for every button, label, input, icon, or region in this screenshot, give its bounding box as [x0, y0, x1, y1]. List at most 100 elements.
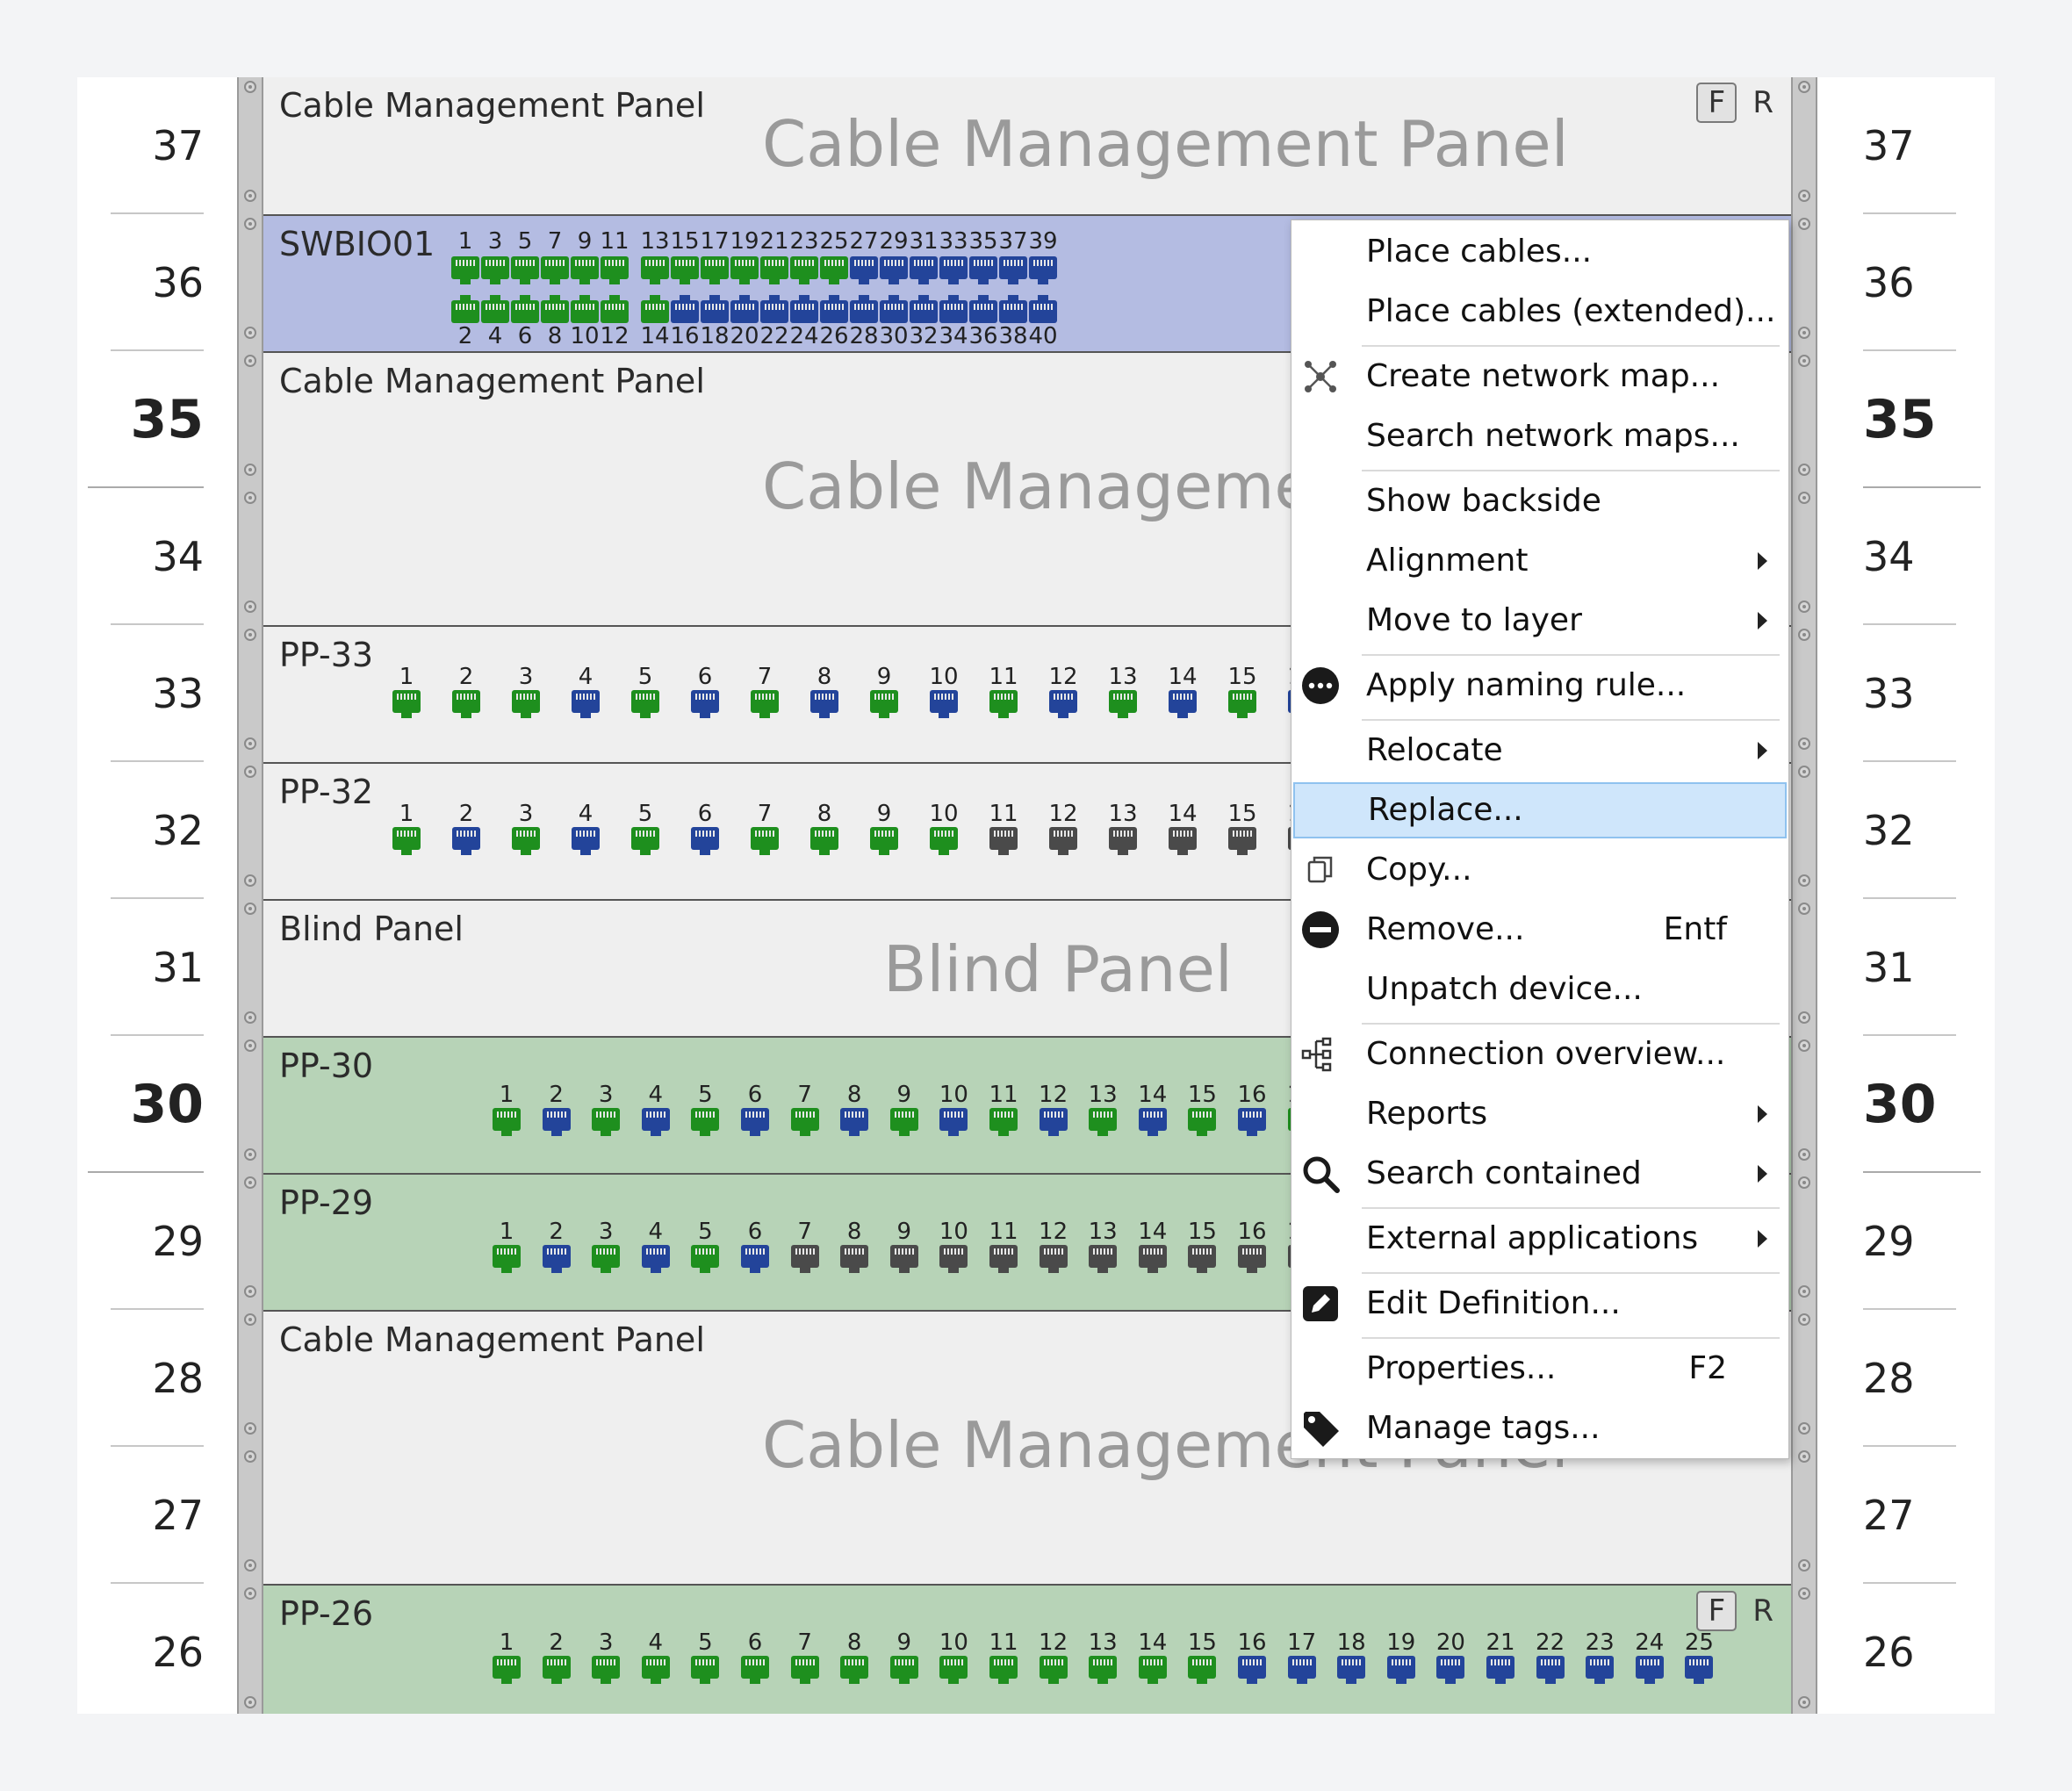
rj45-port-icon[interactable] — [572, 827, 600, 855]
rj45-port-icon[interactable] — [1586, 1656, 1615, 1684]
rj45-port-icon[interactable] — [1049, 690, 1077, 718]
rj45-port-icon[interactable] — [592, 1108, 621, 1136]
rj45-port-icon[interactable] — [810, 690, 838, 718]
rj45-port-icon[interactable] — [930, 690, 958, 718]
menu-item-reports[interactable]: Reports — [1291, 1086, 1788, 1142]
menu-item-apply-naming-rule[interactable]: Apply naming rule... — [1291, 658, 1788, 714]
rj45-port-icon[interactable] — [641, 256, 669, 284]
rj45-port-icon[interactable] — [1169, 690, 1197, 718]
rj45-port-icon[interactable] — [541, 295, 569, 323]
rj45-port-icon[interactable] — [989, 1656, 1018, 1684]
rj45-port-icon[interactable] — [810, 827, 838, 855]
menu-item-manage-tags[interactable]: Manage tags... — [1291, 1400, 1788, 1457]
front-view-button[interactable]: F — [1696, 83, 1737, 123]
rj45-port-icon[interactable] — [601, 295, 629, 323]
rj45-port-icon[interactable] — [889, 1108, 918, 1136]
rj45-port-icon[interactable] — [880, 295, 908, 323]
rj45-port-icon[interactable] — [641, 1108, 670, 1136]
rj45-port-icon[interactable] — [701, 256, 729, 284]
rj45-port-icon[interactable] — [939, 1108, 968, 1136]
rj45-port-icon[interactable] — [542, 1108, 571, 1136]
rj45-port-icon[interactable] — [481, 256, 509, 284]
rj45-port-icon[interactable] — [989, 690, 1018, 718]
rj45-port-icon[interactable] — [592, 1245, 621, 1273]
rj45-port-icon[interactable] — [1109, 690, 1137, 718]
rj45-port-icon[interactable] — [1188, 1245, 1217, 1273]
front-view-button[interactable]: F — [1696, 1591, 1737, 1631]
rj45-port-icon[interactable] — [1228, 690, 1256, 718]
rj45-port-icon[interactable] — [493, 1245, 521, 1273]
rj45-port-icon[interactable] — [790, 256, 818, 284]
rj45-port-icon[interactable] — [820, 256, 848, 284]
rj45-port-icon[interactable] — [1635, 1656, 1664, 1684]
rj45-port-icon[interactable] — [1169, 827, 1197, 855]
rj45-port-icon[interactable] — [601, 256, 629, 284]
rj45-port-icon[interactable] — [1049, 827, 1077, 855]
menu-item-properties[interactable]: Properties...F2 — [1291, 1341, 1788, 1397]
rj45-port-icon[interactable] — [790, 1245, 819, 1273]
rj45-port-icon[interactable] — [1228, 827, 1256, 855]
menu-item-external-applications[interactable]: External applications — [1291, 1211, 1788, 1267]
rj45-port-icon[interactable] — [1029, 295, 1057, 323]
rj45-port-icon[interactable] — [671, 295, 699, 323]
menu-item-move-to-layer[interactable]: Move to layer — [1291, 593, 1788, 649]
rj45-port-icon[interactable] — [493, 1108, 521, 1136]
rj45-port-icon[interactable] — [572, 690, 600, 718]
rj45-port-icon[interactable] — [939, 1245, 968, 1273]
rj45-port-icon[interactable] — [701, 295, 729, 323]
rj45-port-icon[interactable] — [392, 690, 421, 718]
rj45-port-icon[interactable] — [969, 256, 997, 284]
rj45-port-icon[interactable] — [790, 1656, 819, 1684]
menu-item-copy[interactable]: Copy... — [1291, 842, 1788, 898]
rj45-port-icon[interactable] — [452, 690, 480, 718]
rj45-port-icon[interactable] — [671, 256, 699, 284]
rj45-port-icon[interactable] — [840, 1656, 869, 1684]
rj45-port-icon[interactable] — [542, 1656, 571, 1684]
rj45-port-icon[interactable] — [1138, 1108, 1167, 1136]
rj45-port-icon[interactable] — [451, 256, 479, 284]
menu-item-show-backside[interactable]: Show backside — [1291, 473, 1788, 529]
rj45-port-icon[interactable] — [641, 1245, 670, 1273]
rj45-port-icon[interactable] — [1029, 256, 1057, 284]
rj45-port-icon[interactable] — [1089, 1656, 1118, 1684]
rj45-port-icon[interactable] — [1039, 1108, 1068, 1136]
rj45-port-icon[interactable] — [730, 256, 759, 284]
rj45-port-icon[interactable] — [1238, 1656, 1266, 1684]
rj45-port-icon[interactable] — [999, 295, 1027, 323]
rj45-port-icon[interactable] — [641, 1656, 670, 1684]
rear-view-button[interactable]: R — [1752, 1593, 1773, 1629]
rj45-port-icon[interactable] — [1109, 827, 1137, 855]
rj45-port-icon[interactable] — [760, 256, 788, 284]
rj45-port-icon[interactable] — [511, 295, 539, 323]
rj45-port-icon[interactable] — [1685, 1656, 1714, 1684]
rj45-port-icon[interactable] — [452, 827, 480, 855]
rj45-port-icon[interactable] — [631, 827, 659, 855]
rj45-port-icon[interactable] — [592, 1656, 621, 1684]
rj45-port-icon[interactable] — [1287, 1656, 1316, 1684]
rj45-port-icon[interactable] — [1386, 1656, 1415, 1684]
rj45-port-icon[interactable] — [969, 295, 997, 323]
rj45-port-icon[interactable] — [691, 1656, 720, 1684]
rj45-port-icon[interactable] — [691, 1245, 720, 1273]
menu-item-relocate[interactable]: Relocate — [1291, 723, 1788, 779]
rj45-port-icon[interactable] — [1486, 1656, 1514, 1684]
rj45-port-icon[interactable] — [910, 256, 938, 284]
rj45-port-icon[interactable] — [889, 1245, 918, 1273]
rj45-port-icon[interactable] — [392, 827, 421, 855]
rj45-port-icon[interactable] — [741, 1108, 769, 1136]
rj45-port-icon[interactable] — [451, 295, 479, 323]
rj45-port-icon[interactable] — [1138, 1656, 1167, 1684]
rj45-port-icon[interactable] — [939, 295, 968, 323]
rj45-port-icon[interactable] — [730, 295, 759, 323]
rj45-port-icon[interactable] — [512, 690, 540, 718]
rj45-port-icon[interactable] — [541, 256, 569, 284]
rj45-port-icon[interactable] — [512, 827, 540, 855]
rj45-port-icon[interactable] — [870, 827, 898, 855]
rj45-port-icon[interactable] — [691, 690, 719, 718]
menu-item-remove[interactable]: Remove...Entf — [1291, 902, 1788, 958]
rj45-port-icon[interactable] — [631, 690, 659, 718]
rj45-port-icon[interactable] — [511, 256, 539, 284]
rj45-port-icon[interactable] — [1337, 1656, 1366, 1684]
menu-item-edit-definition[interactable]: Edit Definition... — [1291, 1276, 1788, 1332]
